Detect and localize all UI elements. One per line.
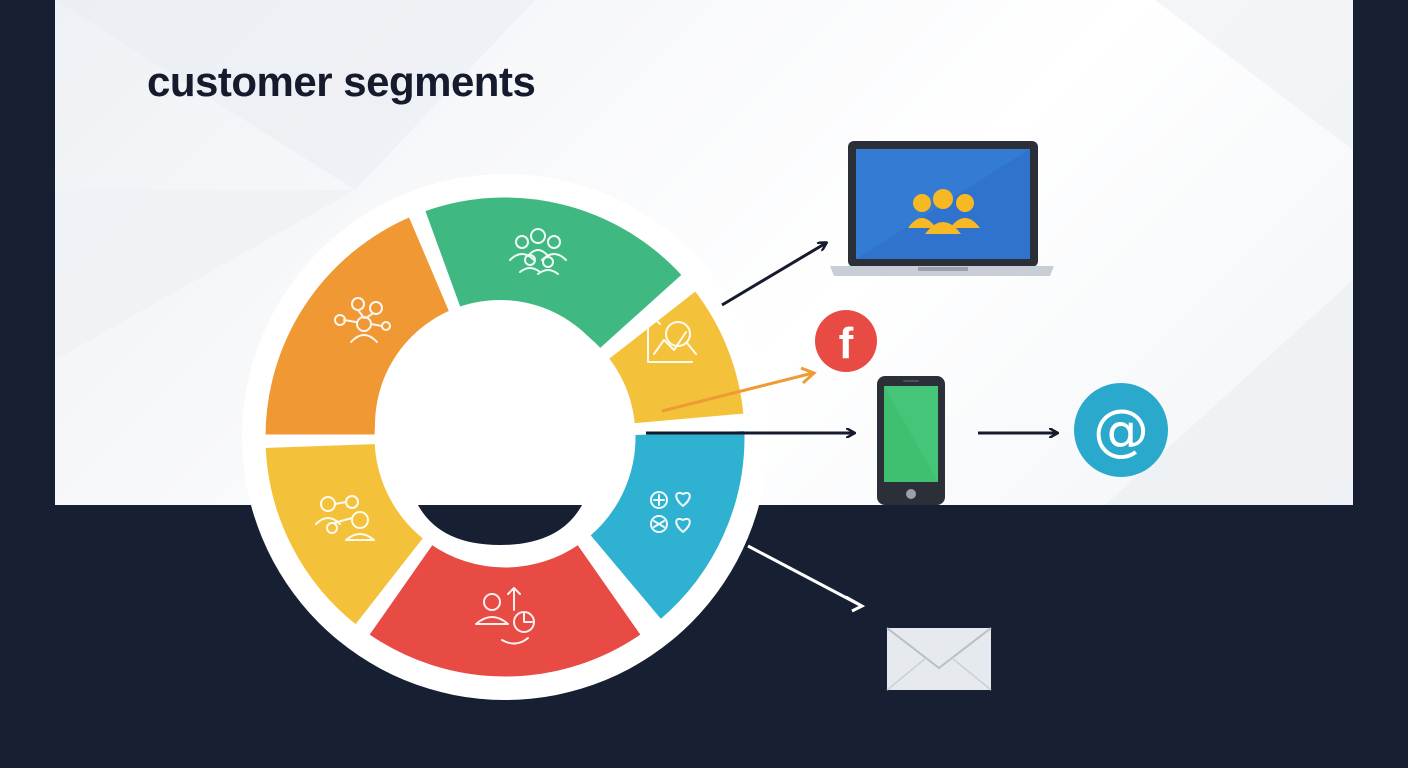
community-network-icon: [334, 297, 391, 343]
people-icon: [908, 189, 980, 234]
arrow-to-envelope: [747, 544, 861, 607]
at-label: @: [1093, 398, 1149, 463]
segment-yellow-upper: [602, 284, 749, 429]
person-growth-icon: [475, 587, 535, 645]
arrow-to-laptop: [721, 243, 826, 307]
arrow-to-facebook: [661, 371, 814, 413]
hearts-interests-icon: [650, 491, 691, 533]
arrow-to-envelope-head: [845, 595, 866, 613]
segment-ring: [260, 192, 750, 682]
facebook-label: f: [839, 319, 854, 368]
smartphone-icon: [877, 376, 945, 505]
group-people-icon: [509, 228, 567, 275]
facebook-icon: f: [815, 310, 877, 372]
arrow-to-facebook-head: [800, 366, 817, 385]
page-title: customer segments: [147, 58, 536, 105]
at-sign-icon: @: [1074, 383, 1168, 477]
analytics-magnifier-icon: [647, 319, 697, 363]
segment-yellow-lower: [260, 438, 430, 632]
laptop-people-icon: [830, 141, 1054, 276]
connected-people-icon: [315, 495, 375, 541]
envelope-icon: [886, 627, 992, 691]
segment-red: [362, 538, 648, 682]
ring-center: [375, 300, 625, 550]
center-shadow: [418, 505, 582, 545]
background-facets: [55, 0, 1353, 505]
